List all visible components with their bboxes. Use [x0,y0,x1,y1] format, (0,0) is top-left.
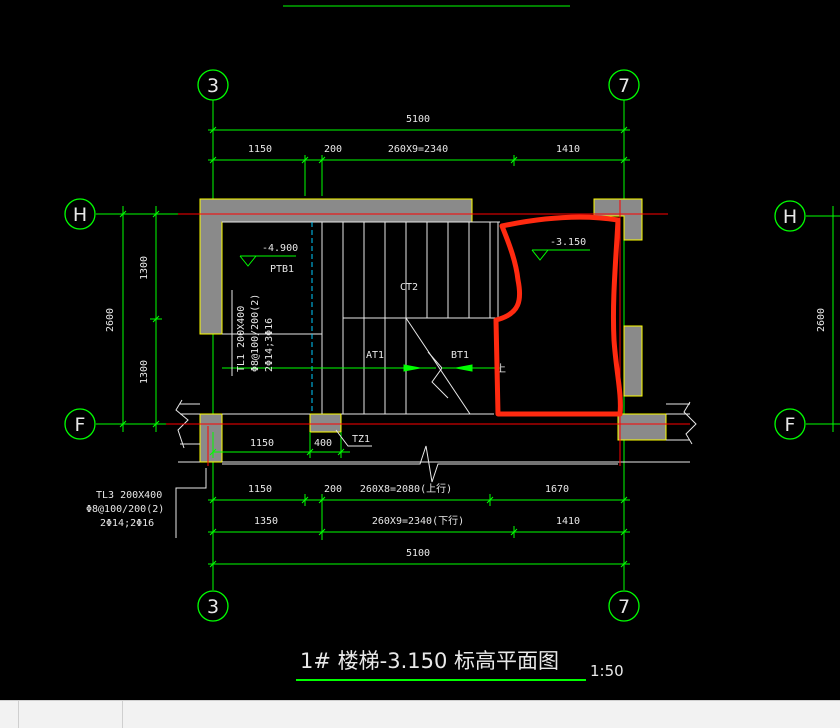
dim-top-seg1: 1150 [248,144,272,155]
dim-top-seg4: 1410 [556,144,580,155]
tl3-line1: TL3 200X400 [96,490,162,501]
axis-bubble-7-top[interactable]: 7 [608,69,640,101]
dim-top-seg3: 260X9=2340 [388,144,448,155]
drawing-title: 1# 楼梯-3.150 标高平面图 [300,649,559,673]
dim-inner-right: 400 [314,438,332,449]
label-platform: PTB1 [270,264,294,275]
elevation-left: -4.900 [262,243,298,254]
wall-outlines [175,399,697,463]
side-dimension [826,206,840,432]
break-line [222,445,618,483]
tl3-line2: Φ8@100/200(2) [86,504,164,515]
beam-tl1-annotation: TL1 200X400 Φ8@100/200(2) 2Φ14;3Φ16 [231,290,275,376]
label-column: TZ1 [352,434,370,445]
axis-label: F [75,414,86,436]
dim-bottom-r1-seg4: 1670 [545,484,569,495]
axis-bubble-f-left[interactable]: F [64,408,96,440]
dim-left-lower: 1300 [139,360,150,384]
cad-drawing-canvas[interactable]: 3 7 3 7 H F H F [0,0,840,700]
label-flight-b: BT1 [451,350,469,361]
drawing-scale: 1:50 [590,662,624,680]
dim-bottom-r2-seg1: 1350 [254,516,278,527]
bottom-dimensions [208,494,630,568]
axis-bubble-h-side[interactable]: H [774,200,806,232]
left-dimensions [116,206,205,432]
label-flight-a: AT1 [366,350,384,361]
column-leader [335,429,372,447]
axis-label: 7 [618,75,630,97]
label-flight-upper: CT2 [400,282,418,293]
beam-tl3-leader [175,468,207,538]
dim-left-upper: 1300 [139,256,150,280]
dim-top-seg2: 200 [324,144,342,155]
dim-inner-left: 1150 [250,438,274,449]
top-dimensions [208,124,630,196]
elevation-marker-left [239,255,296,267]
dim-side-overall: 2600 [816,308,827,332]
direction-arrows [222,364,500,372]
dim-bottom-r1-seg2: 200 [324,484,342,495]
elevation-marker-right [531,249,590,261]
tl1-line3: 2Φ14;3Φ16 [264,318,275,372]
dim-bottom-r1-seg1: 1150 [248,484,272,495]
tl1-line2: Φ8@100/200(2) [250,294,261,372]
status-bar-segment [0,701,19,728]
axis-label: 7 [618,596,630,618]
dim-bottom-overall: 5100 [406,548,430,559]
axis-label: 3 [207,596,219,618]
dim-top-overall: 5100 [406,114,430,125]
elevation-right: -3.150 [550,237,586,248]
grid-lines [96,100,840,590]
dim-bottom-r2-seg3: 1410 [556,516,580,527]
axis-bubble-7-bottom[interactable]: 7 [608,590,640,622]
markup-outline[interactable] [493,214,623,417]
label-up-mark: 上 [496,363,506,375]
axis-label: 3 [207,75,219,97]
axis-bubble-h-left[interactable]: H [64,198,96,230]
dim-bottom-r2-seg2: 260X9=2340(下行) [372,514,464,527]
axis-bubble-3-top[interactable]: 3 [197,69,229,101]
section-lines [166,200,690,466]
axis-label: F [785,414,796,436]
axis-label: H [73,204,87,226]
status-bar-segment [18,701,123,728]
axis-bubble-f-side[interactable]: F [774,408,806,440]
tl3-line3: 2Φ14;2Φ16 [100,518,154,529]
dim-bottom-r1-seg3: 260X8=2080(上行) [360,482,452,495]
dim-left-overall: 2600 [105,308,116,332]
status-bar [0,700,840,728]
axis-label: H [783,206,797,228]
axis-bubble-3-bottom[interactable]: 3 [197,590,229,622]
tl1-line1: TL1 200X400 [236,306,247,372]
